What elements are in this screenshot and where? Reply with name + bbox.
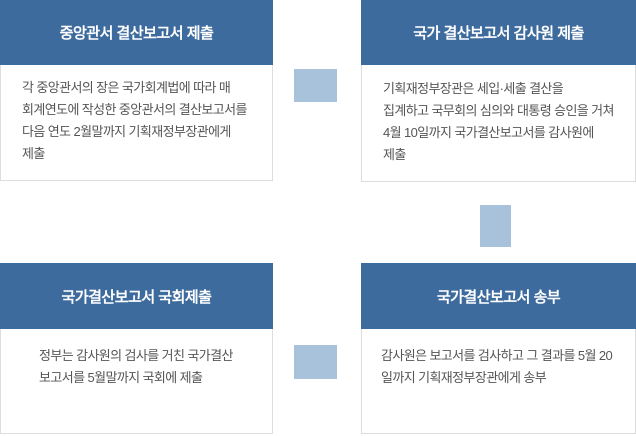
step-header: 국가결산보고서 송부 [361,263,636,329]
flow-connector-top [294,69,337,102]
step-body: 감사원은 보고서를 검사하고 그 결과를 5월 20 일까지 기획재정부장관에게… [361,329,636,434]
step-title: 중앙관서 결산보고서 제출 [59,25,214,42]
step-header: 중앙관서 결산보고서 제출 [0,0,273,65]
step-box-audit-board-submission: 국가 결산보고서 감사원 제출 기획재정부장관은 세입·세출 결산을 집계하고 … [361,0,636,182]
step-header: 국가결산보고서 국회제출 [0,263,273,329]
step-box-national-assembly-submission: 국가결산보고서 국회제출 정부는 감사원의 검사를 거친 국가결산 보고서를 5… [0,263,273,434]
step-body: 기획재정부장관은 세입·세출 결산을 집계하고 국무회의 심의와 대통령 승인을… [361,65,636,182]
step-body: 정부는 감사원의 검사를 거친 국가결산 보고서를 5월말까지 국회에 제출 [0,329,273,434]
step-title: 국가 결산보고서 감사원 제출 [413,25,584,42]
step-box-report-delivery: 국가결산보고서 송부 감사원은 보고서를 검사하고 그 결과를 5월 20 일까… [361,263,636,434]
step-title: 국가결산보고서 국회제출 [61,288,212,306]
flow-connector-right [480,205,511,247]
step-box-central-office-submission: 중앙관서 결산보고서 제출 각 중앙관서의 장은 국가회계법에 따라 매 회계연… [0,0,273,181]
flow-connector-bottom [294,345,337,379]
step-title: 국가결산보고서 송부 [436,288,561,306]
step-body: 각 중앙관서의 장은 국가회계법에 따라 매 회계연도에 작성한 중앙관서의 결… [0,65,273,181]
step-header: 국가 결산보고서 감사원 제출 [361,0,636,65]
